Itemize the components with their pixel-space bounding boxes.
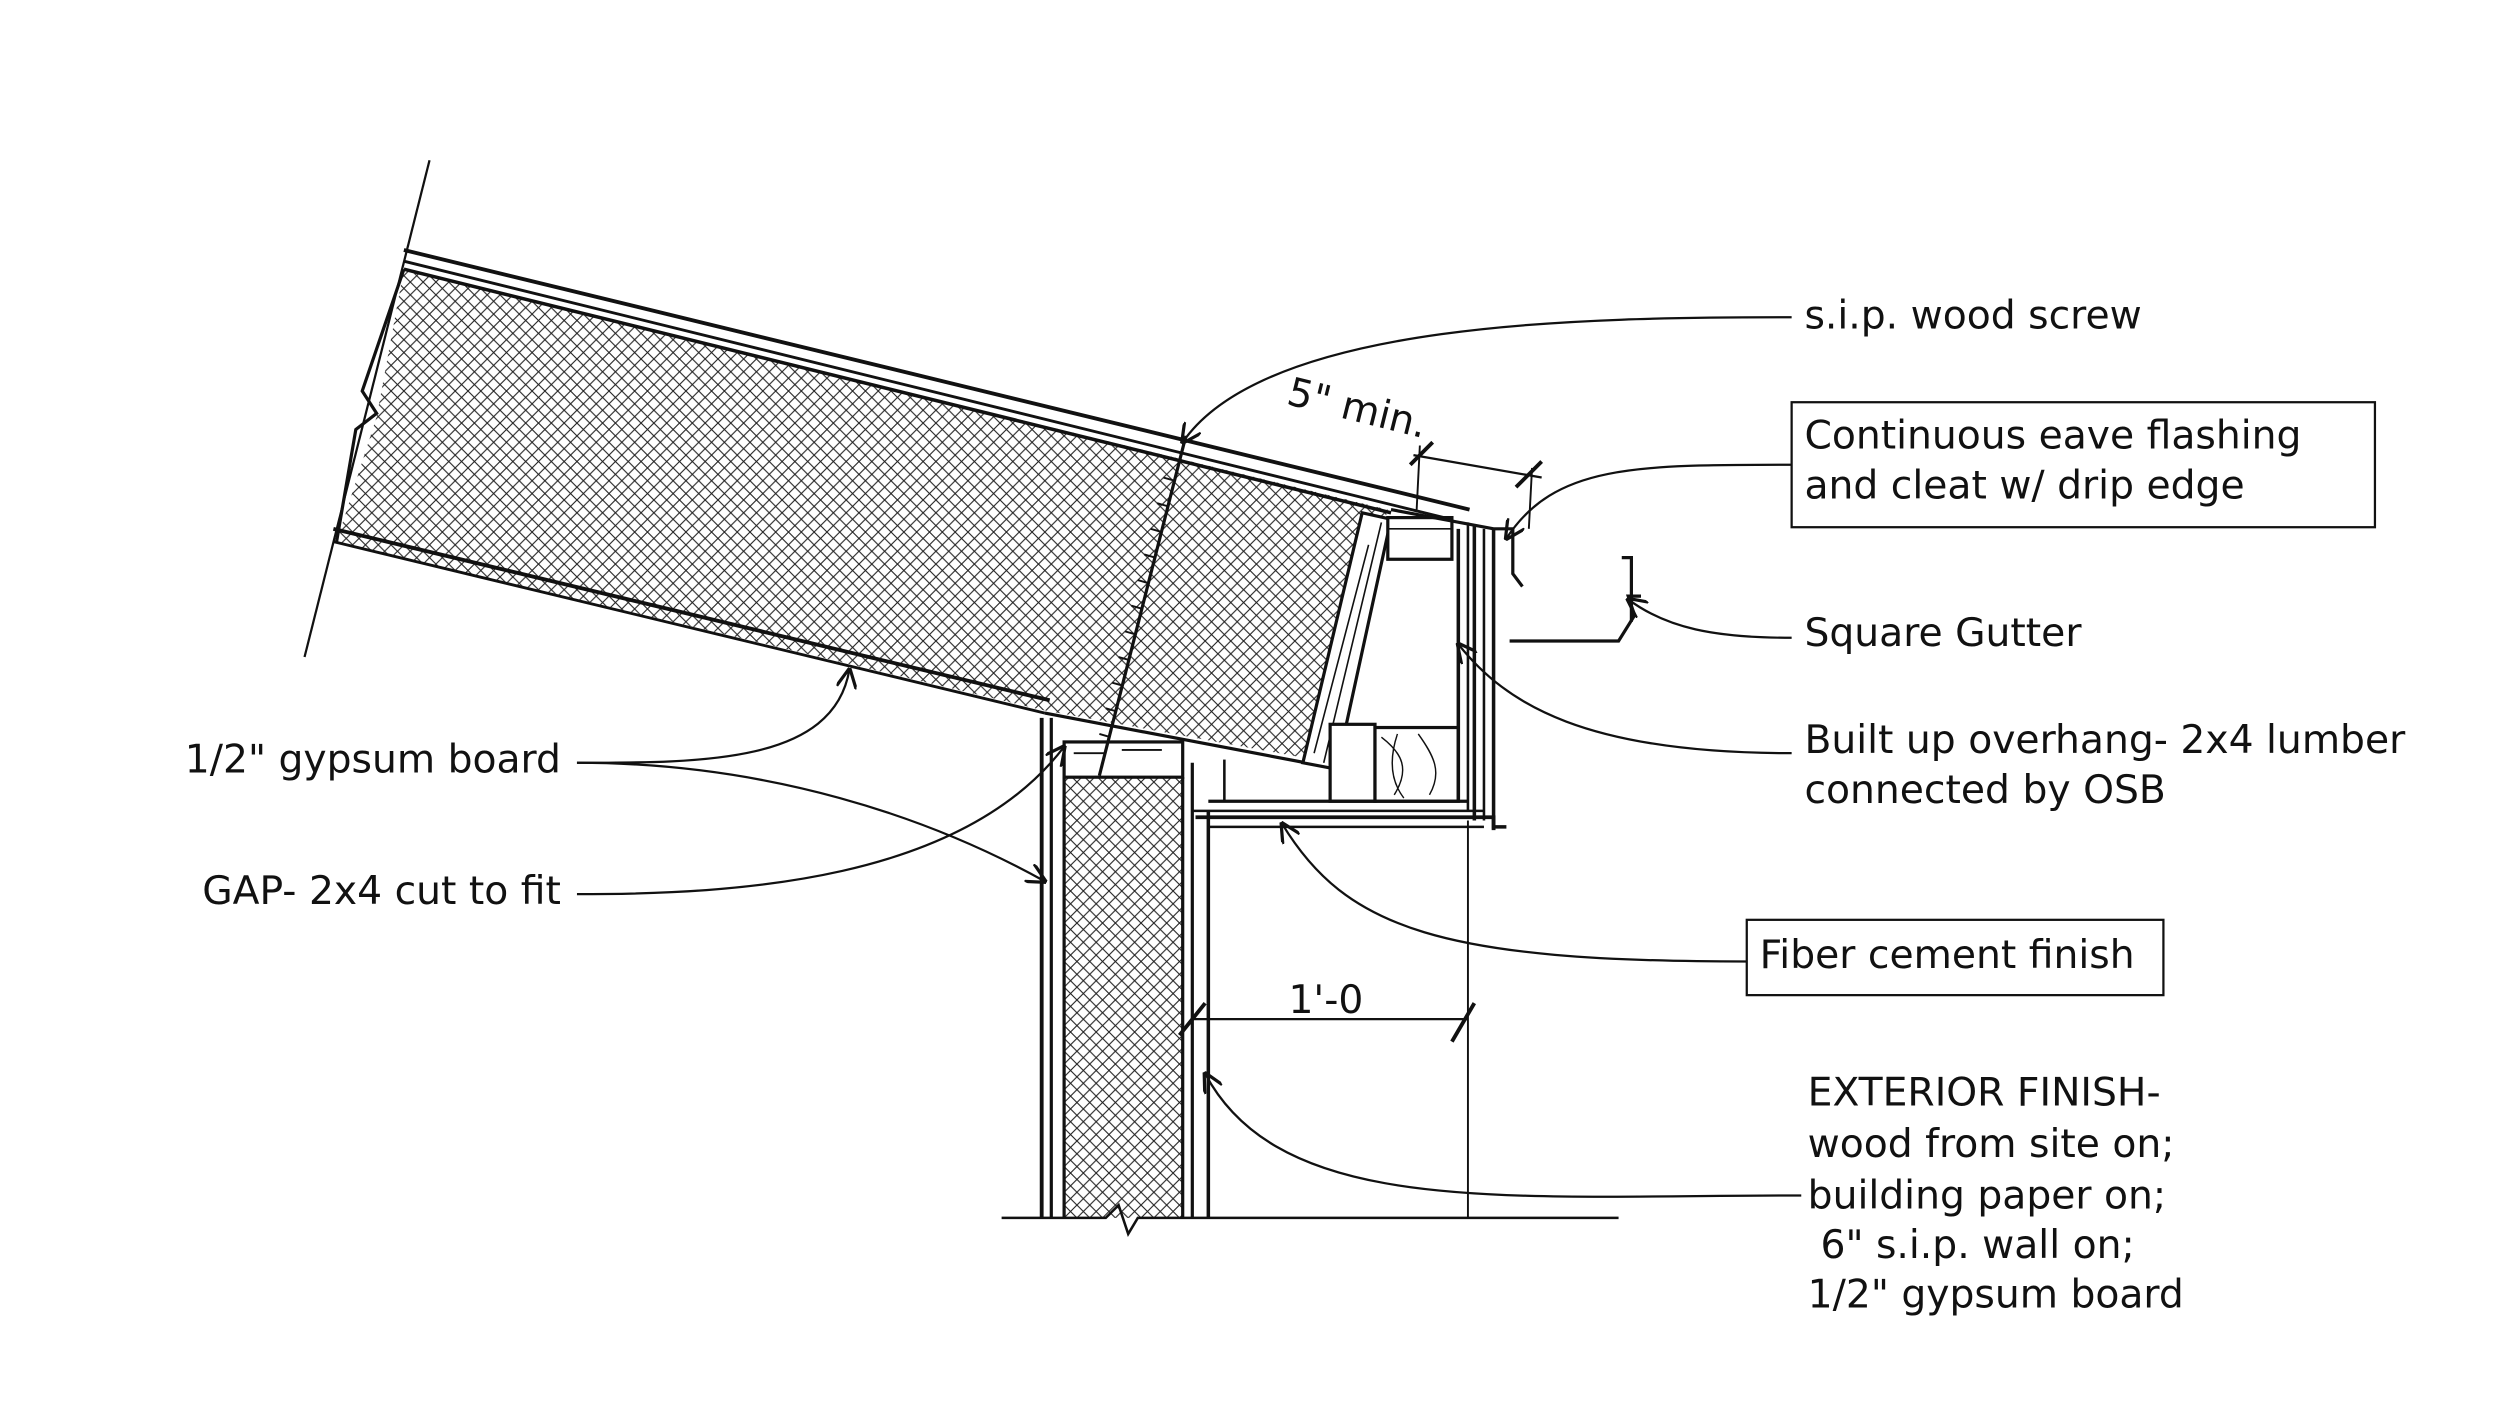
label-exterior-finish-line4: 6" s.i.p. wall on; <box>1820 1223 2134 1268</box>
roof-section-cut-line <box>303 159 431 658</box>
roof-sip-panel <box>303 159 1470 766</box>
built-up-overhang <box>1192 510 1484 813</box>
fiber-cement-label-box <box>1745 918 2165 997</box>
label-eave-flashing-line1: Continuous eave flashing <box>1804 414 2301 459</box>
fascia-flashing <box>1390 508 1524 829</box>
wall-sip-panel <box>1001 717 1619 1237</box>
label-sip-screw: s.i.p. wood screw <box>1804 294 2141 339</box>
leader-gypsum-roof <box>576 670 849 764</box>
wall-insulation-core <box>1064 777 1183 1218</box>
leader-fiber-cement <box>1282 824 1747 963</box>
label-eave-flashing-line2: and cleat w/ drip edge <box>1804 463 2244 508</box>
dimension-1-0-label: 1'-0 <box>1288 978 1363 1023</box>
label-gypsum-board: 1/2" gypsum board <box>185 737 561 782</box>
dimension-1-0: 1'-0 <box>1177 820 1477 1218</box>
label-square-gutter: Square Gutter <box>1804 611 2082 656</box>
leader-gap <box>576 747 1064 896</box>
label-exterior-finish-line3: building paper on; <box>1808 1173 2166 1218</box>
leader-gypsum-wall <box>576 761 1045 882</box>
dimension-5-min-label: 5" min. <box>1283 370 1432 448</box>
leader-gutter <box>1628 599 1792 639</box>
leader-eave-flashing <box>1506 463 1792 539</box>
label-exterior-finish-line5: 1/2" gypsum board <box>1808 1273 2184 1318</box>
label-exterior-finish-line2: wood from site on; <box>1808 1122 2175 1167</box>
label-exterior-finish-line1: EXTERIOR FINISH- <box>1808 1071 2161 1116</box>
leader-exterior-finish <box>1205 1074 1802 1198</box>
leader-lines <box>576 316 1802 1198</box>
leader-overhang <box>1458 644 1792 755</box>
wall-break-line <box>1001 1202 1619 1237</box>
sip-screw <box>1097 435 1188 776</box>
label-overhang-line2: connected by OSB <box>1804 768 2165 813</box>
label-overhang-line1: Built up overhang- 2x4 lumber <box>1804 718 2406 763</box>
leader-sip-screw <box>1183 316 1792 442</box>
label-fiber-cement: Fiber cement finish <box>1760 933 2135 978</box>
square-gutter <box>1509 556 1642 643</box>
fiber-cement-soffit <box>1195 815 1496 831</box>
gap-2x4-block <box>1062 740 1185 779</box>
eave-flashing-label-box <box>1790 401 2377 529</box>
label-gap: GAP- 2x4 cut to fit <box>202 869 561 914</box>
roof-insulation-core <box>336 269 1388 760</box>
roof-break-line <box>335 268 406 542</box>
